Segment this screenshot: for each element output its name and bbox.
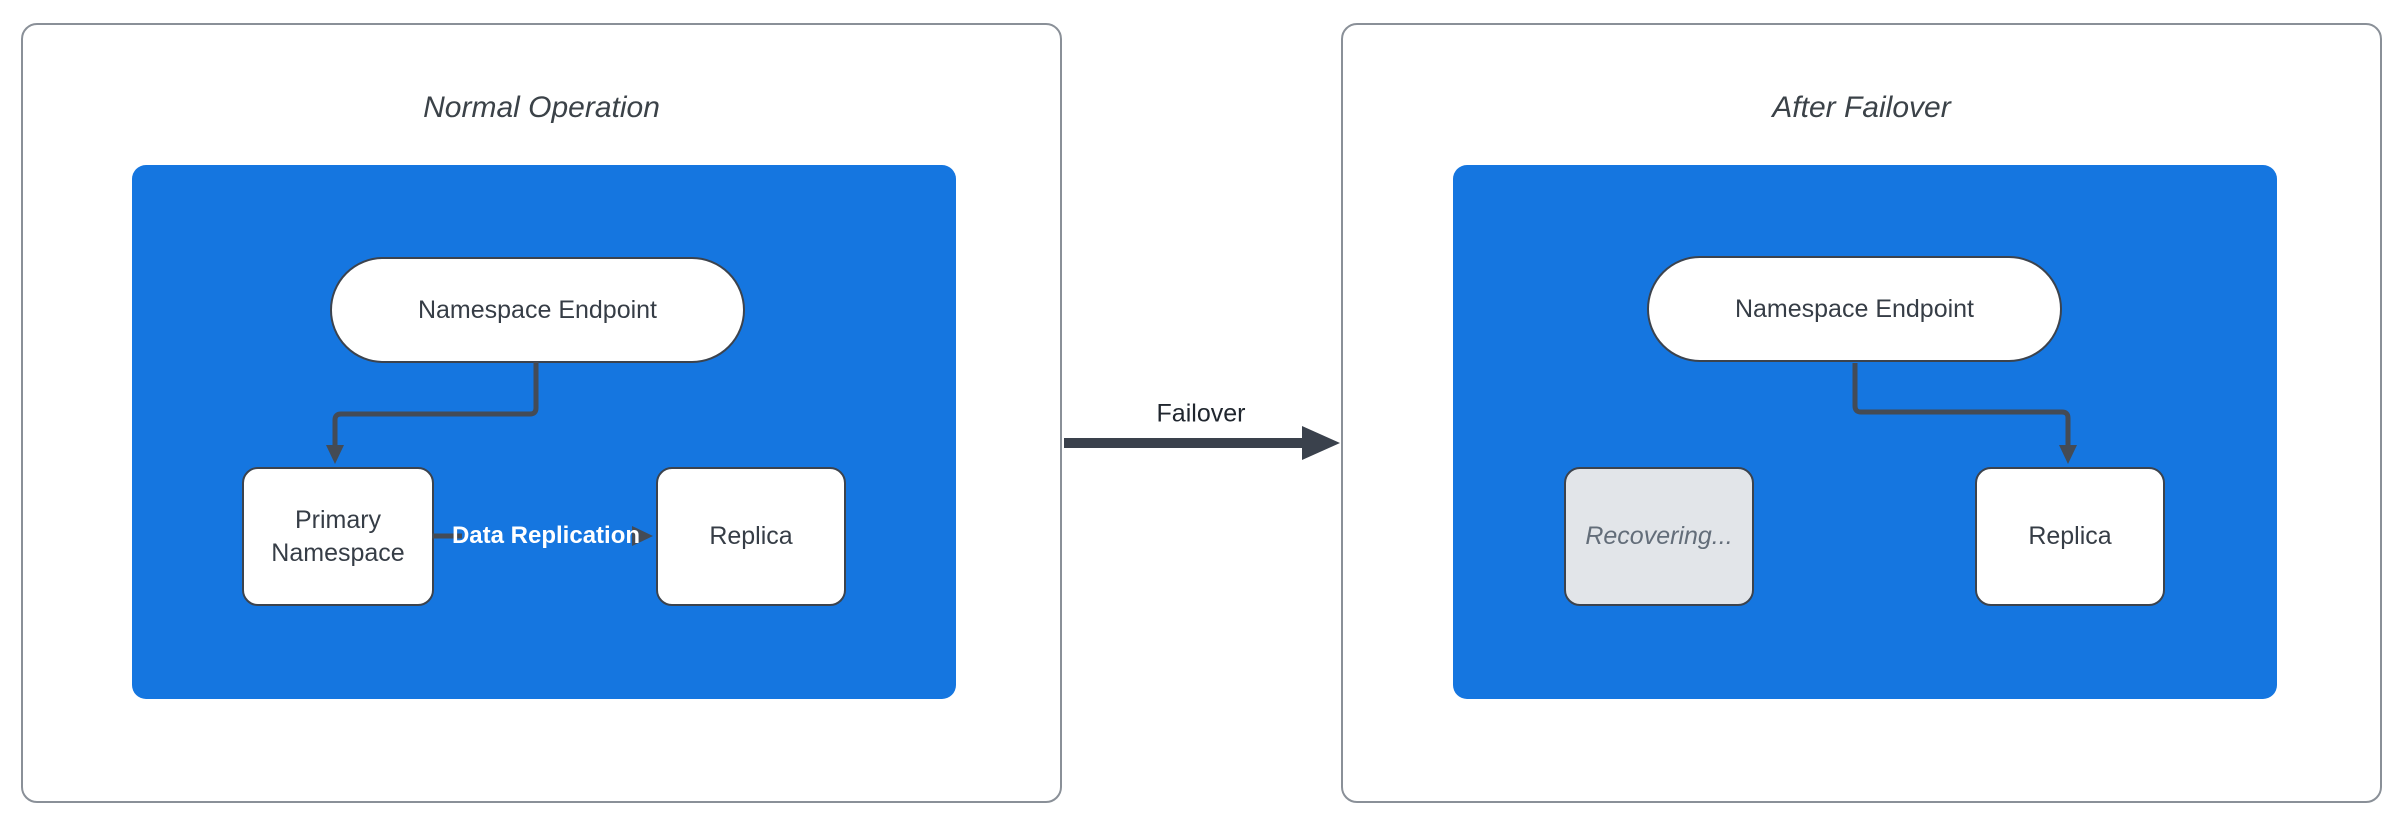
primary-namespace-node: Primary Namespace xyxy=(242,467,434,606)
failover-label: Failover xyxy=(1156,399,1246,428)
replica-label: Replica xyxy=(709,522,793,550)
replication-edge-label: Data Replication xyxy=(451,522,641,549)
namespace-endpoint-label: Namespace Endpoint xyxy=(417,295,658,324)
recovering-node: Recovering... xyxy=(1564,467,1754,606)
panel-title-after-failover: After Failover xyxy=(1772,91,1951,124)
replica-node-normal: Replica xyxy=(656,467,846,606)
replica-node-failover: Replica xyxy=(1975,467,2165,606)
namespace-endpoint-label: Namespace Endpoint xyxy=(1734,294,1975,323)
namespace-cluster-normal xyxy=(132,165,956,699)
namespace-cluster-failover xyxy=(1453,165,2277,699)
failover-arrowhead-icon xyxy=(1302,426,1340,460)
replica-label: Replica xyxy=(2028,522,2112,550)
namespace-endpoint-node-failover: Namespace Endpoint xyxy=(1647,256,2062,362)
recovering-label: Recovering... xyxy=(1585,522,1733,550)
panel-after-failover: After Failover Namespace Endpoint Recove… xyxy=(1341,23,2382,803)
namespace-endpoint-node-normal: Namespace Endpoint xyxy=(330,257,745,363)
panel-normal-operation: Normal Operation Namespace Endpoint Prim… xyxy=(21,23,1062,803)
primary-namespace-label: Primary Namespace xyxy=(271,505,405,567)
panel-title-normal-operation: Normal Operation xyxy=(423,91,660,124)
